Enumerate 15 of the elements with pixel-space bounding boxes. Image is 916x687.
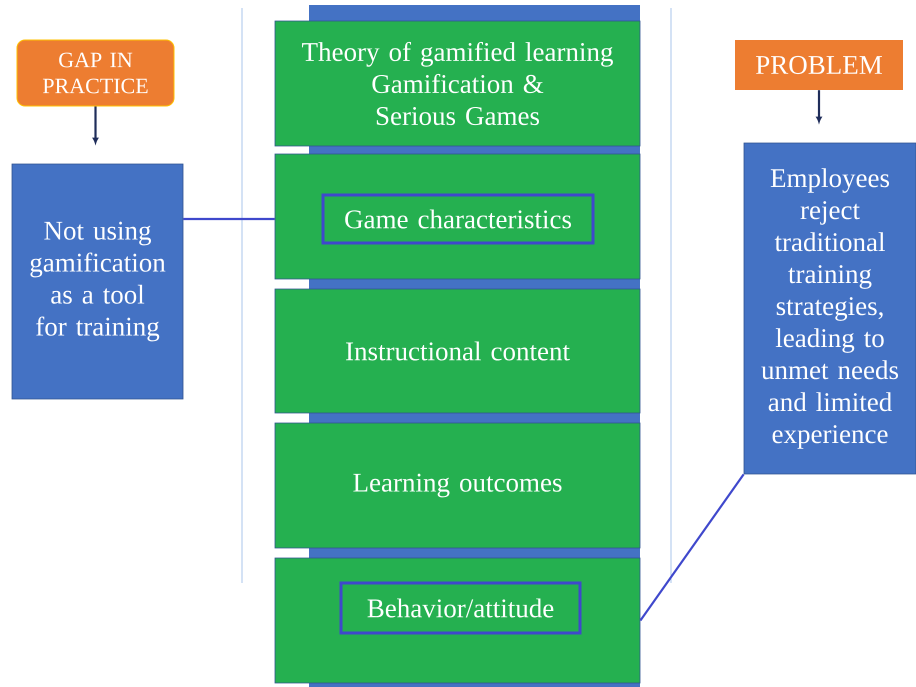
level-box: Theory of gamified learning Gamification & Serious Games — [274, 20, 640, 146]
level-box: Instructional content — [274, 288, 640, 414]
text-box: Not using gamification as a tool for training — [12, 164, 184, 400]
level-box — [274, 558, 640, 684]
outlined-box: Behavior/attitude — [340, 582, 582, 634]
arrow — [816, 90, 822, 123]
connector-line — [640, 474, 744, 622]
connector-line — [183, 218, 275, 220]
outlined-box: Game characteristics — [322, 194, 594, 244]
text-box: Employees reject traditional training strategies, leading to unmet needs and limited experience — [744, 142, 916, 474]
label-box: PROBLEM — [735, 40, 903, 90]
level-box: Learning outcomes — [274, 422, 640, 548]
label-box: GAP IN PRACTICE — [16, 40, 174, 106]
level-box — [274, 154, 640, 280]
arrow — [92, 106, 98, 144]
